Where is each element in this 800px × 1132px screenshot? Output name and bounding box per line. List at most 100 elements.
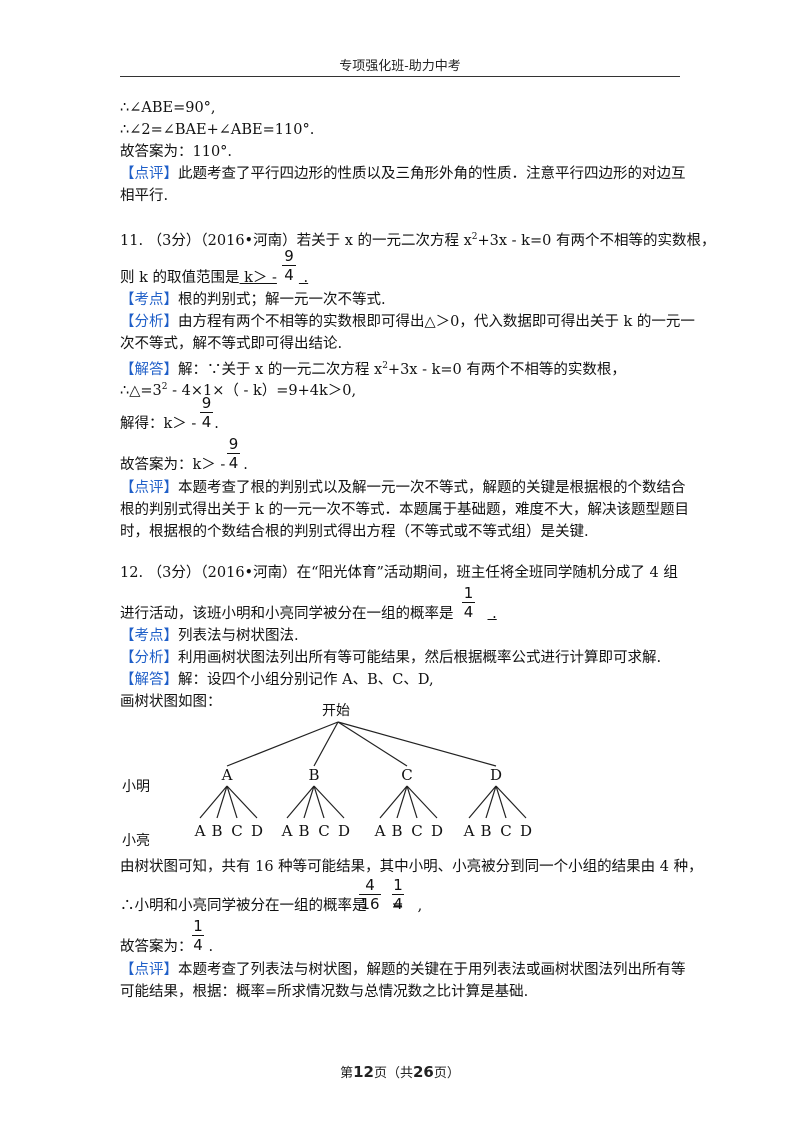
tree-leaf-C-A: A — [374, 822, 386, 840]
q10-comment-cont: 相平行. — [120, 188, 169, 204]
q12-prob-fraction-2: 1 4 — [392, 877, 404, 912]
tree-node-D: D — [490, 766, 502, 784]
tree-edge-A-B — [216, 785, 228, 819]
comment-text: 此题考查了平行四边形的性质以及三角形外角的性质．注意平行四边形的对边互 — [178, 166, 686, 182]
tree-edge-B-C — [313, 785, 325, 819]
jieda-tag: 【解答】 — [120, 672, 178, 688]
footer-mid: 页（共 — [373, 1066, 413, 1081]
fenxi-tag: 【分析】 — [120, 314, 178, 330]
tree-node-B: B — [308, 766, 319, 784]
q10-comment: 【点评】此题考查了平行四边形的性质以及三角形外角的性质．注意平行四边形的对边互 — [120, 164, 686, 184]
tree-edge-D-B — [485, 785, 497, 819]
q12-answer-fraction: 1 4 — [192, 918, 204, 953]
q11-answer-text: k＞ - — [239, 270, 277, 286]
tree-edge-D-A — [468, 785, 497, 819]
jieda-tag: 【解答】 — [120, 361, 178, 378]
q12-stem-fraction: 1 4 — [462, 585, 475, 620]
q11-solve-fraction: 9 4 — [200, 395, 213, 430]
tree-edge-D-C — [495, 785, 507, 819]
tree-edge-B-A — [286, 785, 315, 819]
tree-level1-label: 小明 — [122, 779, 150, 795]
q11-answer-blank: k＞ - . — [239, 270, 309, 286]
tree-leaf-A-A: A — [194, 822, 206, 840]
kaodian-text: 根的判别式；解一元一次不等式. — [178, 292, 386, 308]
fraction-denominator: 4 — [201, 413, 212, 431]
tree-leaf-C-C: C — [411, 822, 422, 840]
fraction-numerator: 1 — [463, 584, 474, 602]
comment-text: 本题考查了根的判别式以及解一元一次不等式，解题的关键是根据根的个数结合 — [178, 480, 686, 496]
fraction-bar — [282, 265, 296, 266]
tree-node-A: A — [221, 766, 233, 784]
q12-jieda: 【解答】解：设四个小组分别记作 A、B、C、D, — [120, 670, 434, 690]
fraction-bar — [227, 453, 240, 454]
jieda-2-text-2: - 4×1×（ - k）=9+4k＞0, — [167, 382, 357, 399]
q11-jieda-2: ∴△=32 - 4×1×（ - k）=9+4k＞0, — [120, 377, 356, 401]
q12-comment: 【点评】本题考查了列表法与树状图，解题的关键在于用列表法或画树状图法列出所有等 — [120, 960, 686, 980]
fraction-denominator: 4 — [193, 936, 203, 954]
q12-jieda-2: 画树状图如图： — [120, 694, 222, 710]
q10-line-2: ∴∠2=∠BAE+∠ABE=110°. — [120, 122, 315, 138]
tree-leaf-D-D: D — [520, 822, 532, 840]
tree-leaf-C-D: D — [431, 822, 443, 840]
tree-root-label: 开始 — [322, 703, 350, 719]
tree-edge-D-D — [495, 785, 527, 819]
q12-stem-2-text: 进行活动，该班小明和小亮同学被分在一组的概率是 — [120, 606, 454, 622]
fraction-numerator: 9 — [228, 435, 239, 453]
fraction-numerator: 1 — [393, 876, 403, 894]
q11-stem: 11. （3分）（2016•河南）若关于 x 的一元二次方程 x2+3x - k… — [120, 227, 715, 251]
comment-text: 本题考查了列表法与树状图，解题的关键在于用列表法或画树状图法列出所有等 — [178, 962, 686, 978]
tree-level2-label: 小亮 — [122, 833, 150, 849]
q12-conclusion-2: ∴小明和小亮同学被分在一组的概率是=, — [120, 896, 422, 916]
kaodian-tag: 【考点】 — [120, 628, 178, 644]
tree-edge-C-D — [406, 785, 438, 819]
q11-solve: 解得：k＞ -. — [120, 416, 219, 432]
jieda-text-2: +3x - k=0 有两个不相等的实数根， — [387, 361, 626, 378]
fraction-numerator: 4 — [365, 876, 375, 894]
q11-answer-tail: . — [298, 270, 309, 286]
tree-edge-A-A — [199, 785, 228, 819]
tree-leaf-C-B: B — [391, 822, 402, 840]
page-footer: 第12页（共26页） — [0, 1062, 800, 1081]
q12-answer-blank: . — [454, 606, 497, 622]
fenxi-text: 利用画树状图法列出所有等可能结果，然后根据概率公式进行计算即可求解. — [178, 650, 662, 666]
footer-total-pages: 26 — [413, 1063, 434, 1081]
q11-comment-2: 根的判别式得出关于 k 的一元一次不等式．本题属于基础题，难度不大，解决该题型题… — [120, 502, 690, 518]
final-answer-text: 故答案为：k＞ - — [120, 457, 226, 473]
tree-node-C: C — [401, 766, 412, 784]
tree-leaf-B-B: B — [298, 822, 309, 840]
tree-edge-C-C — [406, 785, 418, 819]
q11-stem-text: 11. （3分）（2016•河南）若关于 x 的一元二次方程 x — [120, 232, 472, 249]
fraction-bar — [192, 935, 204, 936]
tree-edge-B-B — [303, 785, 315, 819]
q11-stem-2-text: 则 k 的取值范围是 — [120, 270, 240, 286]
q12-stem: 12. （3分）（2016•河南）在“阳光体育”活动期间，班主任将全班同学随机分… — [120, 565, 678, 581]
tree-edge-root-B — [313, 721, 339, 767]
jieda-text: 解：设四个小组分别记作 A、B、C、D, — [178, 672, 434, 688]
jieda-sup: 2 — [382, 361, 388, 371]
tree-leaf-D-C: C — [500, 822, 511, 840]
solve-text: 解得：k＞ - — [120, 416, 197, 432]
q11-comment-3: 时，根据根的个数结合根的判别式得出方程（不等式或不等式组）是关键. — [120, 524, 589, 540]
fraction-denominator: 4 — [228, 454, 239, 472]
q11-stem-2: 则 k 的取值范围是 k＞ - . — [120, 268, 308, 288]
q11-answer-fraction: 9 4 — [227, 436, 240, 471]
q11-final-answer: 故答案为：k＞ -. — [120, 457, 248, 473]
tree-edge-root-A — [226, 721, 339, 767]
fraction-bar — [392, 894, 404, 895]
q10-line-1: ∴∠ABE=90°, — [120, 100, 216, 116]
footer-pre: 第 — [340, 1066, 354, 1081]
tree-leaf-B-A: A — [281, 822, 293, 840]
fraction-bar — [200, 412, 213, 413]
comment-tag: 【点评】 — [120, 962, 178, 978]
tree-leaf-A-C: C — [231, 822, 242, 840]
fraction-denominator: 4 — [393, 895, 403, 913]
tree-edge-B-D — [313, 785, 345, 819]
tree-leaf-B-C: C — [318, 822, 329, 840]
tree-edge-root-C — [337, 721, 408, 767]
tree-leaf-B-D: D — [338, 822, 350, 840]
tree-leaf-D-B: B — [480, 822, 491, 840]
fraction-denominator: 4 — [284, 266, 294, 284]
fraction-denominator: 4 — [463, 603, 474, 621]
comment-tag: 【点评】 — [120, 166, 178, 182]
